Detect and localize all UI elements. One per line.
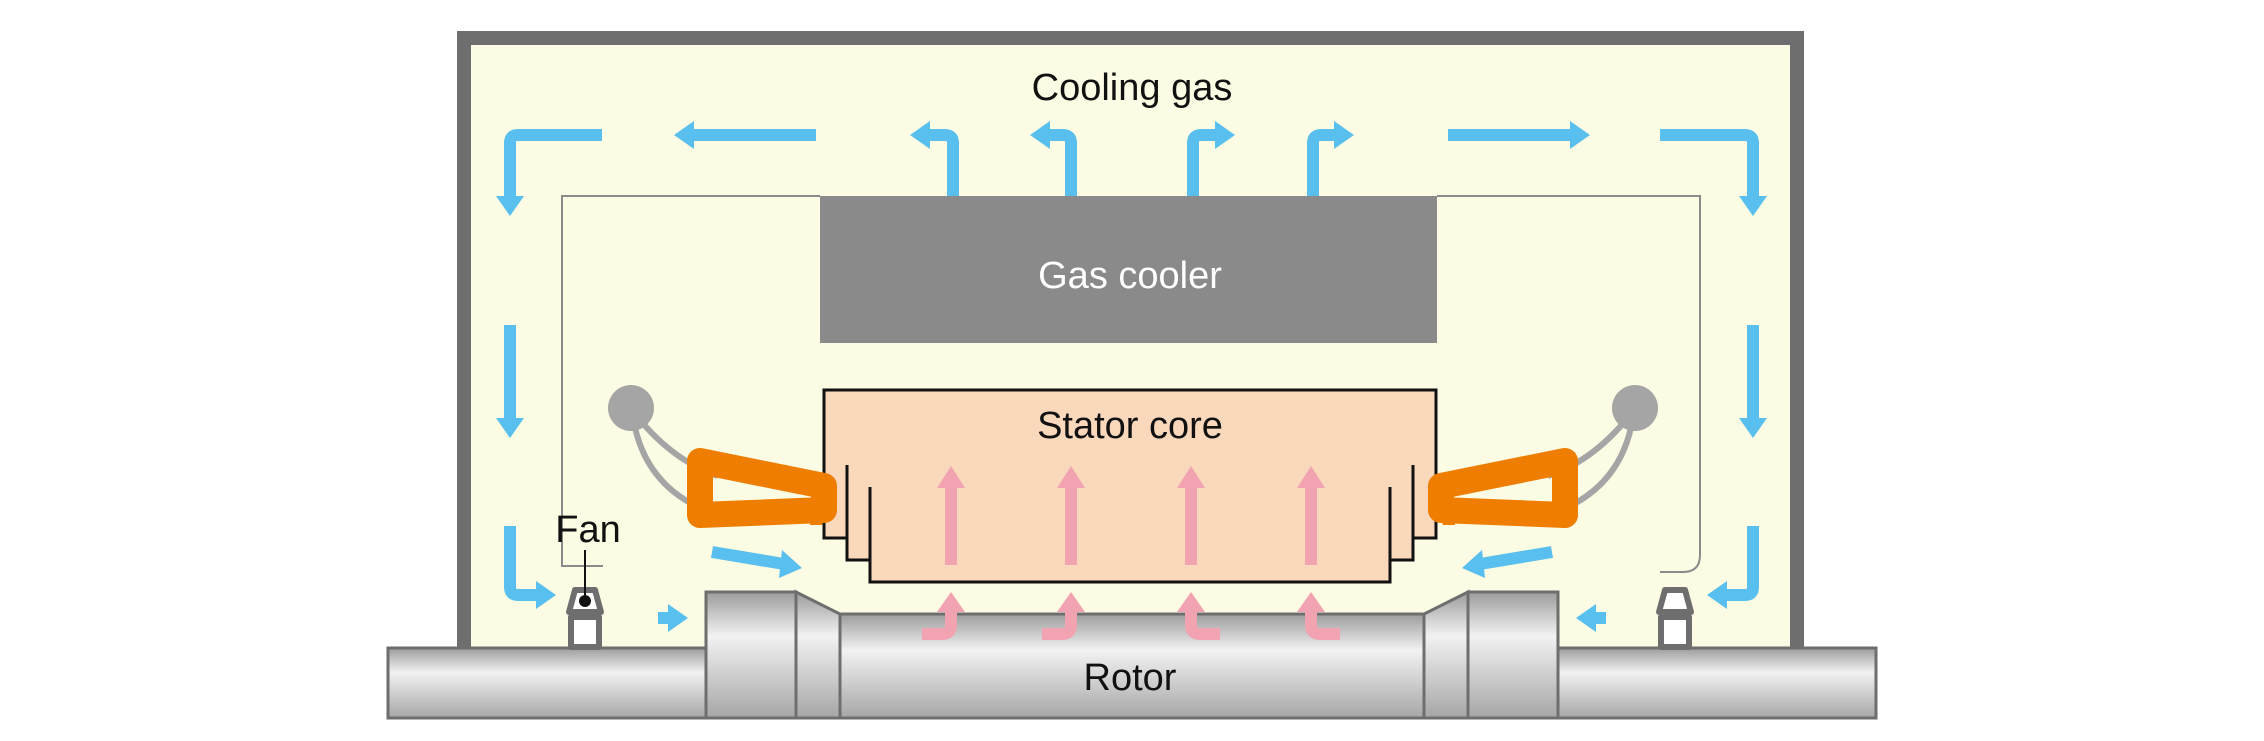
- rotor-label: Rotor: [1084, 657, 1177, 699]
- cooling-gas-arrow: [1576, 604, 1606, 632]
- gas-cooler: [820, 196, 1437, 343]
- right-duct-outline: [1437, 195, 1701, 573]
- cooling-gas-arrow: [1660, 129, 1767, 216]
- stator-core-label: Stator core: [1037, 405, 1223, 447]
- cooling-gas-arrow: [711, 546, 802, 578]
- cooling-gas-arrow: [1462, 546, 1553, 578]
- gas-cooler-label: Gas cooler: [1038, 255, 1222, 297]
- cooling-gas-arrow: [1448, 121, 1590, 149]
- cooling-gas-arrow: [1707, 526, 1759, 609]
- cooling-gas-label: Cooling gas: [1032, 67, 1233, 109]
- cooling-gas-arrow: [674, 121, 816, 149]
- cooling-gas-arrow: [1739, 325, 1767, 438]
- fan-leader-dot: [579, 595, 591, 607]
- cooling-gas-arrow: [496, 325, 524, 438]
- heated-gas-arrow: [1297, 592, 1340, 640]
- heated-gas-arrows: [922, 466, 1340, 640]
- heated-gas-arrow: [922, 592, 965, 640]
- rotor-shaft-left: [386, 646, 710, 720]
- end-coil-right: [1428, 448, 1578, 528]
- cooling-gas-arrows: [496, 121, 1767, 632]
- heated-gas-arrow: [1042, 592, 1085, 640]
- rotor-taper-right: [1422, 589, 1470, 720]
- fan-label: Fan: [555, 509, 620, 551]
- cooling-gas-arrow: [910, 121, 959, 196]
- rotor-collar-left: [704, 590, 798, 720]
- heated-gas-arrow: [1177, 592, 1220, 640]
- cooling-gas-arrow: [496, 129, 602, 216]
- cooling-gas-arrow: [504, 526, 556, 609]
- left-duct-outline: [561, 195, 820, 567]
- heated-gas-arrow: [1177, 466, 1205, 565]
- cooling-gas-arrow: [1030, 121, 1077, 196]
- cooling-gas-arrow: [658, 604, 688, 632]
- heated-gas-arrow: [937, 466, 965, 565]
- fan-left: [566, 587, 604, 650]
- cooling-gas-arrow: [1187, 121, 1235, 196]
- rotor-shaft-right: [1554, 646, 1878, 720]
- cooling-gas-arrow: [1307, 121, 1354, 196]
- fan-right: [1656, 587, 1694, 650]
- rotor-taper-left: [794, 589, 842, 720]
- end-coil-left: [687, 448, 837, 528]
- heated-gas-arrow: [1297, 466, 1325, 565]
- heated-gas-arrow: [1057, 466, 1085, 565]
- rotor-collar-right: [1466, 590, 1560, 720]
